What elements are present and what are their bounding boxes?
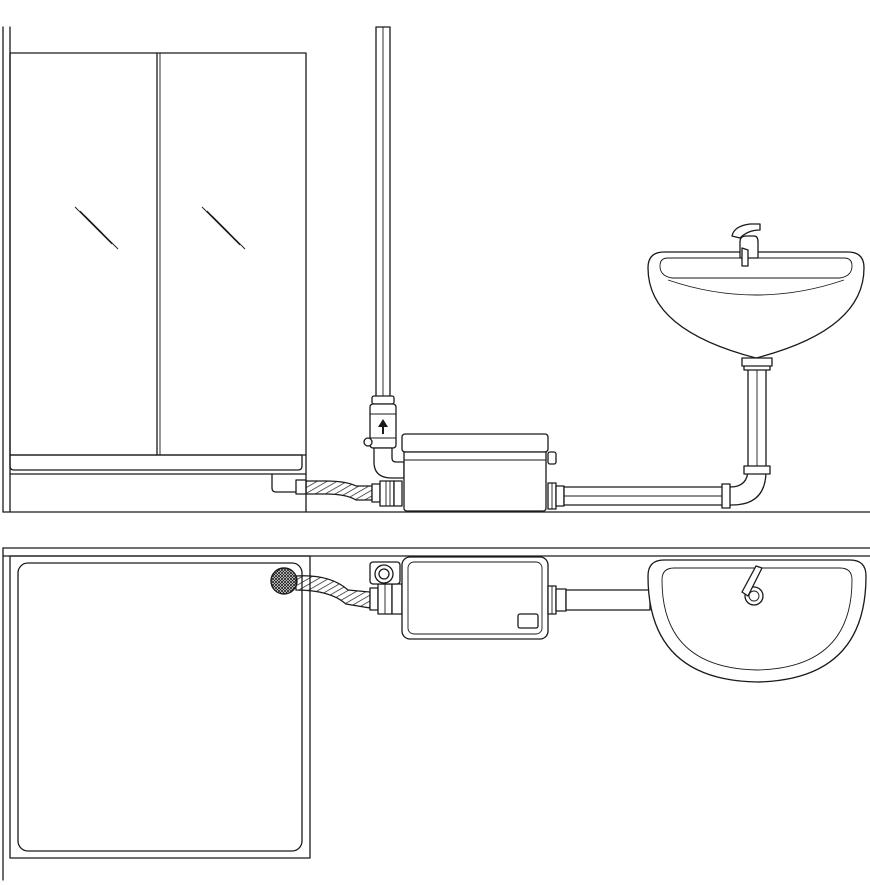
arrow-up-icon <box>378 419 388 434</box>
faucet-plan <box>741 565 763 597</box>
tray-outlet <box>271 473 297 493</box>
inlet-coupling <box>371 480 403 507</box>
washbasin-plan <box>647 559 867 683</box>
basin-inlet-coupling-plan <box>547 585 567 615</box>
flexible-hose-plan <box>295 575 371 609</box>
macerator-pump-elevation <box>401 433 557 512</box>
basin-inlet-coupling <box>547 482 565 510</box>
glass-reflection-icon <box>74 206 119 250</box>
basin-drain-pipe <box>563 361 771 509</box>
macerator-pump-plan <box>401 556 549 640</box>
shower-tray <box>9 454 303 471</box>
washbasin-elevation <box>647 251 865 367</box>
shower-drain-icon <box>270 567 298 595</box>
basin-drain-pipe-plan <box>565 589 651 611</box>
discharge-pipe-top <box>369 561 401 585</box>
valve-indicator-icon <box>363 437 373 447</box>
discharge-elbow <box>373 447 405 479</box>
elevation-view <box>2 26 870 513</box>
shower-enclosure-elevation <box>9 26 307 513</box>
inlet-coupling-plan <box>369 583 403 615</box>
glass-reflection-icon <box>201 206 246 250</box>
shower-tray-plan <box>9 555 311 859</box>
flexible-hose-elevation <box>295 479 373 501</box>
vertical-discharge-pipe <box>375 26 391 398</box>
check-valve <box>363 395 397 449</box>
faucet-elevation <box>731 223 761 267</box>
plan-view <box>2 547 870 881</box>
pump-control-panel <box>517 613 539 629</box>
